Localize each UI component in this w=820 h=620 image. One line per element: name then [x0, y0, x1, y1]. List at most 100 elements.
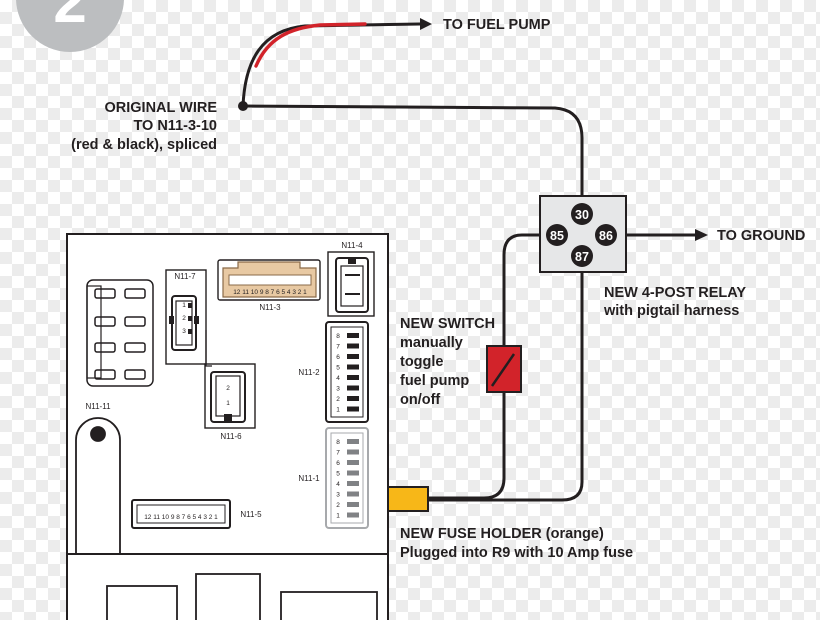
- arrow-head-icon: [420, 18, 432, 30]
- label-to-ground: TO GROUND: [717, 228, 805, 244]
- relay: 30 85 86 87: [539, 195, 627, 273]
- slot-n11-2: [347, 406, 359, 412]
- connector-n11-11: [75, 417, 121, 554]
- connector-n11-6: [204, 363, 256, 429]
- arrow-head-icon: [695, 229, 708, 241]
- slot-n11-2: [347, 343, 359, 349]
- label-n11-3: N11-3: [259, 303, 281, 312]
- pins-n11-5: 12 11 10 9 8 7 6 5 4 3 2 1: [144, 514, 218, 521]
- pin-n11-7-3: 3: [182, 328, 186, 335]
- slot-n11-2: [347, 354, 359, 359]
- label-n11-11: N11-11: [85, 402, 111, 411]
- slot-n11-1: [347, 439, 359, 444]
- svg-text:87: 87: [575, 250, 589, 264]
- relay-pin-85: [546, 224, 568, 246]
- label-switch-3: toggle: [400, 354, 444, 370]
- relay-pin-30: [571, 203, 593, 225]
- pin-label-n11-1: 4: [336, 481, 340, 488]
- label-n11-7: N11-7: [174, 272, 196, 281]
- label-original-wire-3: (red & black), spliced: [71, 137, 217, 153]
- connector-labels: N11-4 N11-7 N11-3 N11-2 N11-11 N11-6 N11…: [85, 241, 363, 521]
- slot-n11-7: [188, 303, 192, 308]
- label-n11-2: N11-2: [298, 368, 320, 377]
- pin-label-n11-2: 8: [336, 333, 340, 340]
- slot-n11-2: [347, 396, 359, 401]
- label-original-wire-1: ORIGINAL WIRE: [104, 100, 217, 116]
- switch-lever-icon: [490, 353, 516, 387]
- slot-n11-2: [347, 375, 359, 380]
- slot-n11-1: [347, 460, 359, 465]
- svg-text:85: 85: [550, 229, 564, 243]
- fuel-pump-wire: [241, 18, 432, 108]
- fuse-holder: [386, 486, 429, 512]
- svg-text:86: 86: [599, 229, 613, 243]
- pin-label-n11-2: 1: [336, 407, 340, 414]
- slot-n11-1: [347, 470, 359, 476]
- slot-n11-7: [188, 329, 192, 334]
- relay-socket-grid: [86, 279, 154, 387]
- connector-pin-column-labels: 8 7 6 5 4 3 2 1 8 7 6 5 4 3 2 1: [336, 333, 340, 520]
- splice-dot-icon: [238, 101, 248, 111]
- label-fuse-holder-2: Plugged into R9 with 10 Amp fuse: [400, 545, 633, 561]
- slot-n11-1: [347, 481, 359, 486]
- toggle-switch: [486, 345, 522, 393]
- splice-wire: [238, 101, 584, 198]
- slot-n11-7: [188, 316, 192, 321]
- slot-n11-2: [347, 385, 359, 391]
- pin-label-n11-2: 5: [336, 365, 340, 372]
- connector-n11-2: [325, 321, 369, 423]
- pin-label-n11-2: 4: [336, 375, 340, 382]
- callouts: TO FUEL PUMP ORIGINAL WIRE TO N11-3-10 (…: [71, 17, 805, 561]
- connector-n11-4: [327, 251, 375, 317]
- label-switch-2: manually: [400, 335, 463, 351]
- step-badge: 2: [16, 0, 124, 52]
- ground-wire: [616, 229, 708, 241]
- pins-n11-3: 12 11 10 9 8 7 6 5 4 3 2 1: [233, 289, 307, 296]
- label-n11-6: N11-6: [220, 432, 242, 441]
- pin-n11-6-1: 1: [226, 400, 230, 407]
- fuse-box: [66, 233, 389, 620]
- label-n11-5: N11-5: [240, 510, 262, 519]
- label-switch-1: NEW SWITCH: [400, 316, 495, 332]
- slot-n11-2: [347, 333, 359, 338]
- label-relay-1: NEW 4-POST RELAY: [604, 285, 746, 301]
- slot-n11-1: [347, 491, 359, 497]
- pin-label-n11-1: 1: [336, 513, 340, 520]
- slot-n11-2: [347, 364, 359, 370]
- pin-label-n11-2: 7: [336, 344, 340, 351]
- connector-n11-5: [131, 499, 231, 529]
- label-n11-1: N11-1: [298, 474, 320, 483]
- pin-label-n11-1: 3: [336, 492, 340, 499]
- relay-pin-86: [595, 224, 617, 246]
- connector-slot-marks: [188, 303, 359, 518]
- pin-label-n11-1: 5: [336, 471, 340, 478]
- relay-pin-87: [571, 245, 593, 267]
- pin-label-n11-2: 2: [336, 396, 340, 403]
- label-switch-5: on/off: [400, 392, 440, 408]
- pin-label-n11-1: 2: [336, 502, 340, 509]
- pin-n11-7-2: 2: [182, 315, 186, 322]
- pin-label-n11-1: 8: [336, 439, 340, 446]
- pin-label-n11-1: 7: [336, 450, 340, 457]
- connector-n11-3: [217, 259, 321, 301]
- pin-n11-7-1: 1: [182, 302, 186, 309]
- pin-n11-6-2: 2: [226, 385, 230, 392]
- slot-n11-1: [347, 512, 359, 518]
- pin-label-n11-2: 3: [336, 386, 340, 393]
- pin-label-n11-1: 6: [336, 460, 340, 467]
- svg-text:30: 30: [575, 208, 589, 222]
- label-relay-2: with pigtail harness: [603, 303, 739, 319]
- label-fuse-holder-1: NEW FUSE HOLDER (orange): [400, 526, 604, 542]
- slot-n11-1: [347, 502, 359, 507]
- pin-label-n11-2: 6: [336, 354, 340, 361]
- connector-n11-1: [325, 427, 369, 529]
- relay-87-wire: [428, 270, 584, 502]
- label-n11-4: N11-4: [341, 241, 363, 250]
- label-to-fuel-pump: TO FUEL PUMP: [443, 17, 551, 33]
- label-original-wire-2: TO N11-3-10: [133, 118, 217, 134]
- step-number: 2: [53, 0, 86, 35]
- switch-wire: [428, 233, 546, 500]
- slot-n11-1: [347, 449, 359, 455]
- label-switch-4: fuel pump: [400, 373, 469, 389]
